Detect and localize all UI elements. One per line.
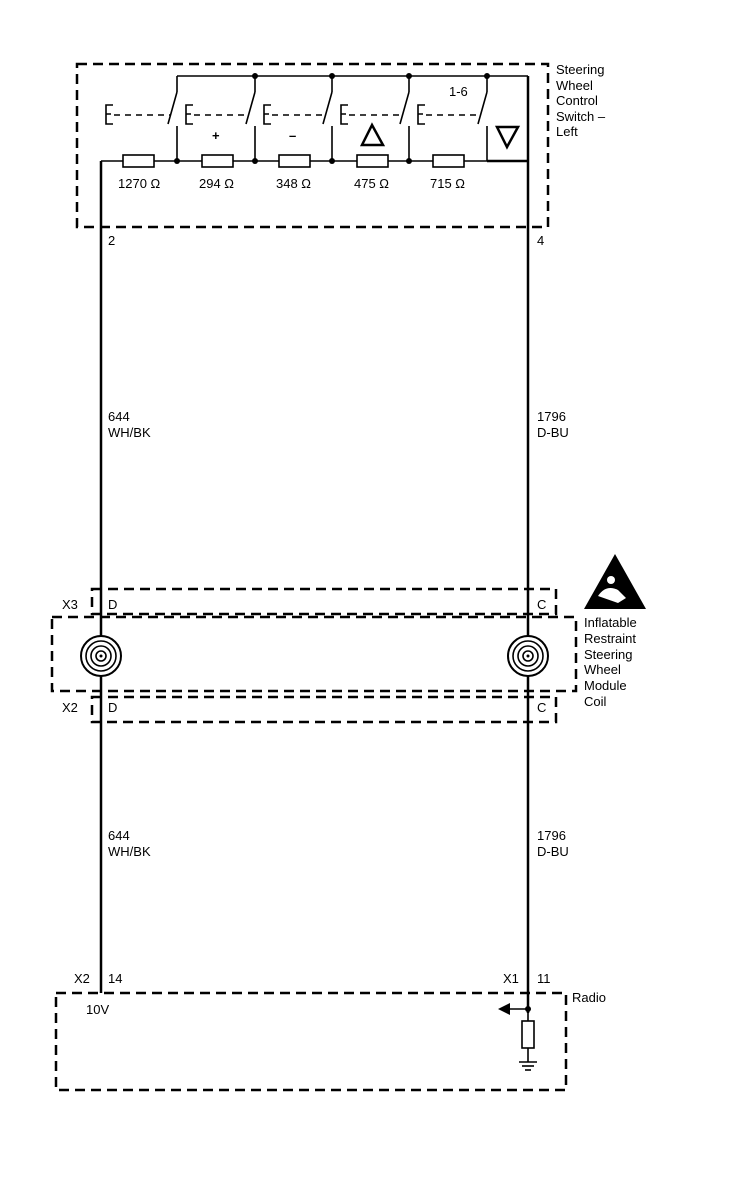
airbag-warning-icon [584, 554, 646, 609]
resistor-1-value: 1270 Ω [118, 176, 161, 191]
resistor-2 [201, 154, 234, 168]
coil-name-4: Wheel [584, 662, 621, 677]
radio-internal-resistor [521, 1020, 535, 1049]
switch-range-label: 1-6 [449, 84, 468, 99]
x3-connector-label: X3 [62, 597, 78, 612]
resistor-3-value: 348 Ω [276, 176, 311, 191]
resistor-3 [278, 154, 311, 168]
resistor-2-value: 294 Ω [199, 176, 234, 191]
clockspring-coil-right [507, 635, 549, 677]
coil-name-3: Steering [584, 647, 632, 662]
switch-pin-left: 2 [108, 233, 115, 248]
x2-pin-right: C [537, 700, 546, 715]
lower-right-color: D-BU [537, 844, 569, 859]
x2-pin-left: D [108, 700, 117, 715]
radio-boundary [54, 991, 568, 1092]
resistor-1 [122, 154, 155, 168]
minus-label: – [289, 128, 296, 143]
radio-right-connector: X1 [503, 971, 519, 986]
upper-left-color: WH/BK [108, 425, 151, 440]
upper-left-circuit: 644 [108, 409, 130, 424]
coil-name-5: Module [584, 678, 627, 693]
resistor-4-value: 475 Ω [354, 176, 389, 191]
lower-left-color: WH/BK [108, 844, 151, 859]
switch-name-1: Steering [556, 62, 604, 77]
upper-right-color: D-BU [537, 425, 569, 440]
switch-pin-right: 4 [537, 233, 544, 248]
connector-x3-boundary [90, 587, 558, 616]
radio-left-connector: X2 [74, 971, 90, 986]
lower-left-circuit: 644 [108, 828, 130, 843]
plus-label: + [212, 128, 220, 143]
radio-voltage: 10V [86, 1002, 109, 1017]
switch-boundary [75, 62, 550, 229]
clockspring-coil-left [80, 635, 122, 677]
x3-pin-left: D [108, 597, 117, 612]
coil-boundary [50, 615, 578, 693]
switch-name-3: Control [556, 93, 598, 108]
radio-name: Radio [572, 990, 606, 1005]
steering-wheel-control-switch: + – 1-6 1270 Ω 294 Ω 348 Ω 475 Ω 715 Ω S… [75, 62, 606, 248]
switch-name-2: Wheel [556, 78, 593, 93]
x2-connector-label: X2 [62, 700, 78, 715]
x3-pin-right: C [537, 597, 546, 612]
steering-wheel-module-coil: X3 X2 D C D C Inflatable Restraint [50, 554, 646, 724]
resistor-5-value: 715 Ω [430, 176, 465, 191]
switch-name-4: Switch – [556, 109, 606, 124]
input-arrow-icon [498, 1003, 510, 1015]
triangle-down-icon [494, 125, 521, 150]
connector-x2-boundary [90, 695, 558, 724]
resistor-5 [432, 154, 465, 168]
lower-right-circuit: 1796 [537, 828, 566, 843]
coil-name-2: Restraint [584, 631, 636, 646]
switch-name-5: Left [556, 124, 578, 139]
coil-name-1: Inflatable [584, 615, 637, 630]
radio-left-pin: 14 [108, 971, 122, 986]
radio-right-pin: 11 [537, 971, 551, 986]
coil-name-6: Coil [584, 694, 607, 709]
radio-component: X2 14 X1 11 10V Radio [54, 971, 606, 1092]
ground-icon [519, 1061, 537, 1071]
triangle-up-icon [359, 122, 386, 147]
resistor-4 [356, 154, 389, 168]
upper-right-circuit: 1796 [537, 409, 566, 424]
